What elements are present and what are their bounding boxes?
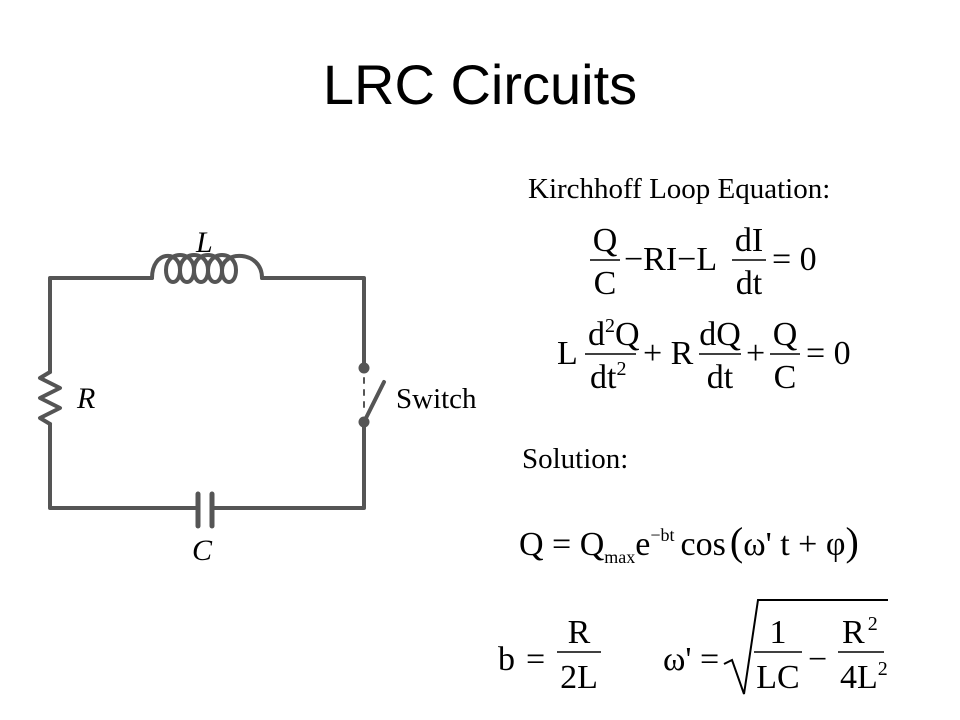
eq1-den1: C bbox=[594, 265, 617, 302]
eq2-num1-sup: 2 bbox=[605, 315, 615, 337]
inductor-coil bbox=[150, 253, 264, 284]
inductor-label: L bbox=[195, 226, 213, 259]
eq5-num2-r: R bbox=[842, 614, 865, 651]
eq5-den2-4l: 4L bbox=[840, 659, 878, 696]
b-equation: b = R 2L bbox=[498, 614, 601, 696]
resistor-label: R bbox=[76, 382, 95, 415]
eq2-den1-sup: 2 bbox=[616, 358, 626, 380]
switch-contact-top bbox=[358, 362, 370, 374]
switch-contact-bottom bbox=[358, 416, 370, 428]
eq4-equals: = bbox=[526, 641, 545, 678]
capacitor-label: C bbox=[192, 534, 213, 567]
radical-sign bbox=[723, 599, 888, 695]
eq5-num2-sup: 2 bbox=[868, 613, 878, 635]
eq3-close-paren: ) bbox=[845, 519, 858, 564]
eq4-den: 2L bbox=[560, 659, 598, 696]
eq5-den2-sup: 2 bbox=[878, 658, 888, 680]
eq5-den1: LC bbox=[756, 659, 799, 696]
eq1-den2: dt bbox=[736, 265, 763, 302]
eq2-den3: C bbox=[774, 359, 797, 396]
eq3-exp: −bt bbox=[650, 525, 674, 545]
kirchhoff-label: Kirchhoff Loop Equation: bbox=[528, 173, 831, 205]
slide-title: LRC Circuits bbox=[322, 53, 638, 116]
solution-label: Solution: bbox=[522, 443, 629, 475]
eq1-num2: dI bbox=[735, 222, 763, 259]
eq2-lead: L bbox=[557, 335, 578, 372]
eq2-num1: d2Q bbox=[588, 315, 640, 353]
eq5-minus: − bbox=[808, 641, 827, 678]
eq5-num1: 1 bbox=[770, 614, 787, 651]
wire-bottom-left bbox=[48, 422, 200, 510]
eq3-cos: cos bbox=[681, 526, 726, 563]
eq2-op1: + R bbox=[643, 335, 694, 372]
switch-label: Switch bbox=[396, 383, 477, 415]
resistor-zigzag bbox=[38, 370, 62, 426]
switch-lever bbox=[362, 380, 386, 424]
wire-top-right bbox=[260, 276, 366, 370]
eq2-den1: dt2 bbox=[590, 358, 626, 396]
eq1-middle: −RI−L bbox=[624, 241, 717, 278]
eq2-num3: Q bbox=[773, 316, 798, 353]
eq3-arg: ω' t + φ bbox=[743, 526, 845, 563]
second-order-equation: L d2Q dt2 + R dQ dt + Q C = 0 bbox=[557, 315, 851, 396]
eq5-omega: ω' = bbox=[663, 641, 719, 678]
eq2-rhs: = 0 bbox=[806, 335, 851, 372]
eq5-den2: 4L2 bbox=[840, 658, 888, 696]
eq3-open-paren: ( bbox=[730, 519, 743, 564]
solution-equation: Q = Qmaxe−bt cos(ω' t + φ) bbox=[519, 519, 859, 567]
eq1-num1: Q bbox=[593, 222, 618, 259]
eq4-num: R bbox=[568, 614, 591, 651]
eq4-b: b bbox=[498, 641, 515, 678]
eq2-num2: dQ bbox=[699, 316, 741, 353]
eq3-expression: Q = Qmaxe−bt cos(ω' t + φ) bbox=[519, 519, 859, 567]
eq3-e: e bbox=[635, 526, 650, 563]
eq2-op2: + bbox=[746, 335, 765, 372]
wire-bottom-right bbox=[210, 420, 366, 510]
eq2-den2: dt bbox=[707, 359, 734, 396]
circuit-diagram bbox=[38, 253, 386, 529]
wire-top-left bbox=[48, 276, 154, 374]
eq2-num1-q: Q bbox=[615, 316, 640, 353]
eq2-den1-dt: dt bbox=[590, 359, 617, 396]
kirchhoff-equation: Q C −RI−L dI dt = 0 bbox=[590, 222, 817, 302]
eq3-sub: max bbox=[604, 547, 635, 567]
eq2-num1-d: d bbox=[588, 316, 605, 353]
eq3-lhs: Q = Q bbox=[519, 526, 604, 563]
eq1-rhs: = 0 bbox=[772, 241, 817, 278]
